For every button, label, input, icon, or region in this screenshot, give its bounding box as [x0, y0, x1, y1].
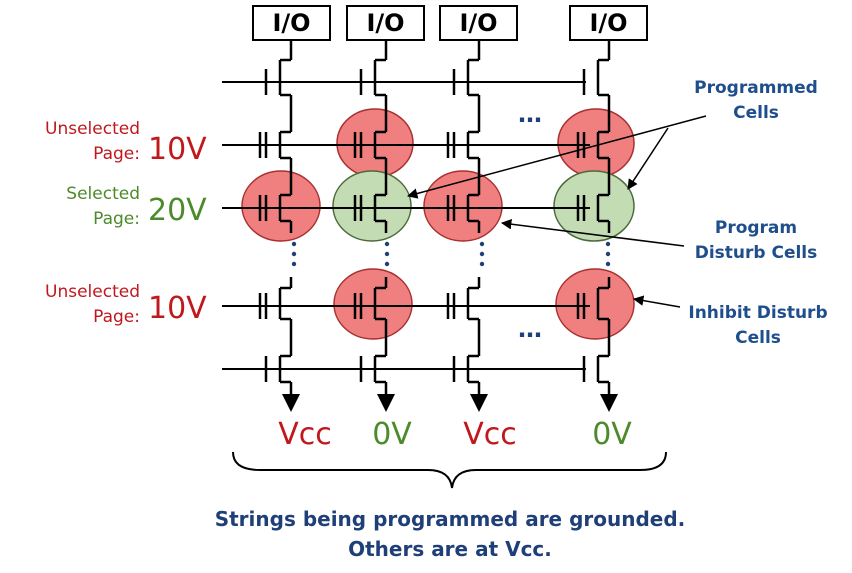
row-word: Page:	[93, 307, 140, 327]
cell-highlights	[241, 108, 635, 340]
word-lines	[222, 81, 590, 370]
ground-arrow	[600, 394, 618, 412]
annotation-text: Programmed	[694, 78, 818, 98]
io-label: I/O	[272, 9, 310, 37]
io-box-2: I/O	[346, 5, 425, 41]
arrow-programmed-to-col4	[627, 127, 669, 190]
io-box-1: I/O	[252, 5, 331, 41]
io-label: I/O	[366, 9, 404, 37]
annotation-text: Disturb Cells	[695, 243, 818, 263]
nand-strings	[258, 40, 618, 412]
inhibit-disturb-cell-col4	[555, 268, 635, 340]
program-disturb-cell-col3	[423, 170, 503, 242]
row-voltage: 10V	[148, 132, 207, 167]
ground-arrow	[377, 394, 395, 412]
arrow-disturb-to-col3	[500, 218, 685, 247]
bitline-voltage-2: 0V	[372, 417, 412, 452]
row-voltage: 10V	[148, 291, 207, 326]
io-box-4: I/O	[569, 5, 648, 41]
io-boxes: I/O I/O I/O I/O	[252, 5, 648, 41]
column-ellipsis-bottom: …	[518, 315, 542, 343]
bitline-voltage-3: Vcc	[463, 417, 517, 452]
annotation-inhibit-disturb: Inhibit Disturb Cells	[688, 303, 827, 348]
bitline-voltage-1: Vcc	[278, 417, 332, 452]
annotation-programmed: Programmed Cells	[694, 78, 818, 123]
ground-arrow	[470, 394, 488, 412]
string-continuation-dots	[291, 241, 611, 267]
annotation-text: Inhibit Disturb	[688, 303, 827, 323]
row-name: Unselected	[45, 119, 140, 139]
row-word: Page:	[93, 209, 140, 229]
row-word: Page:	[93, 144, 140, 164]
annotation-arrows	[406, 115, 707, 308]
programmed-cell-col4	[553, 170, 635, 242]
inhibit-disturb-cell-col2	[333, 268, 413, 340]
row-label-selected: Selected Page: 20V	[66, 184, 207, 229]
caption-line-1: Strings being programmed are grounded.	[215, 507, 686, 531]
programmed-cell-unselected-col4	[557, 108, 635, 178]
io-label: I/O	[589, 9, 627, 37]
io-box-3: I/O	[439, 5, 518, 41]
annotation-text: Cells	[733, 103, 779, 123]
programmed-cell-col2	[332, 170, 412, 242]
column-ellipsis-top: …	[518, 100, 542, 128]
row-label-unselected-top: Unselected Page: 10V	[45, 119, 207, 167]
curly-brace	[232, 451, 667, 489]
bitline-voltages: Vcc 0V Vcc 0V	[278, 417, 632, 452]
row-label-unselected-bottom: Unselected Page: 10V	[45, 282, 207, 327]
row-name: Selected	[66, 184, 140, 204]
ground-arrow	[282, 394, 300, 412]
bitline-voltage-4: 0V	[592, 417, 632, 452]
row-labels: Unselected Page: 10V Selected Page: 20V …	[45, 119, 207, 327]
row-voltage: 20V	[148, 193, 207, 228]
io-label: I/O	[459, 9, 497, 37]
arrow-inhibit-to-col4	[632, 295, 681, 308]
caption-line-2: Others are at Vcc.	[348, 537, 552, 561]
arrow-programmed-to-col2	[406, 115, 707, 199]
annotation-text: Program	[715, 218, 797, 238]
annotation-text: Cells	[735, 328, 781, 348]
row-name: Unselected	[45, 282, 140, 302]
annotation-program-disturb: Program Disturb Cells	[695, 218, 818, 263]
